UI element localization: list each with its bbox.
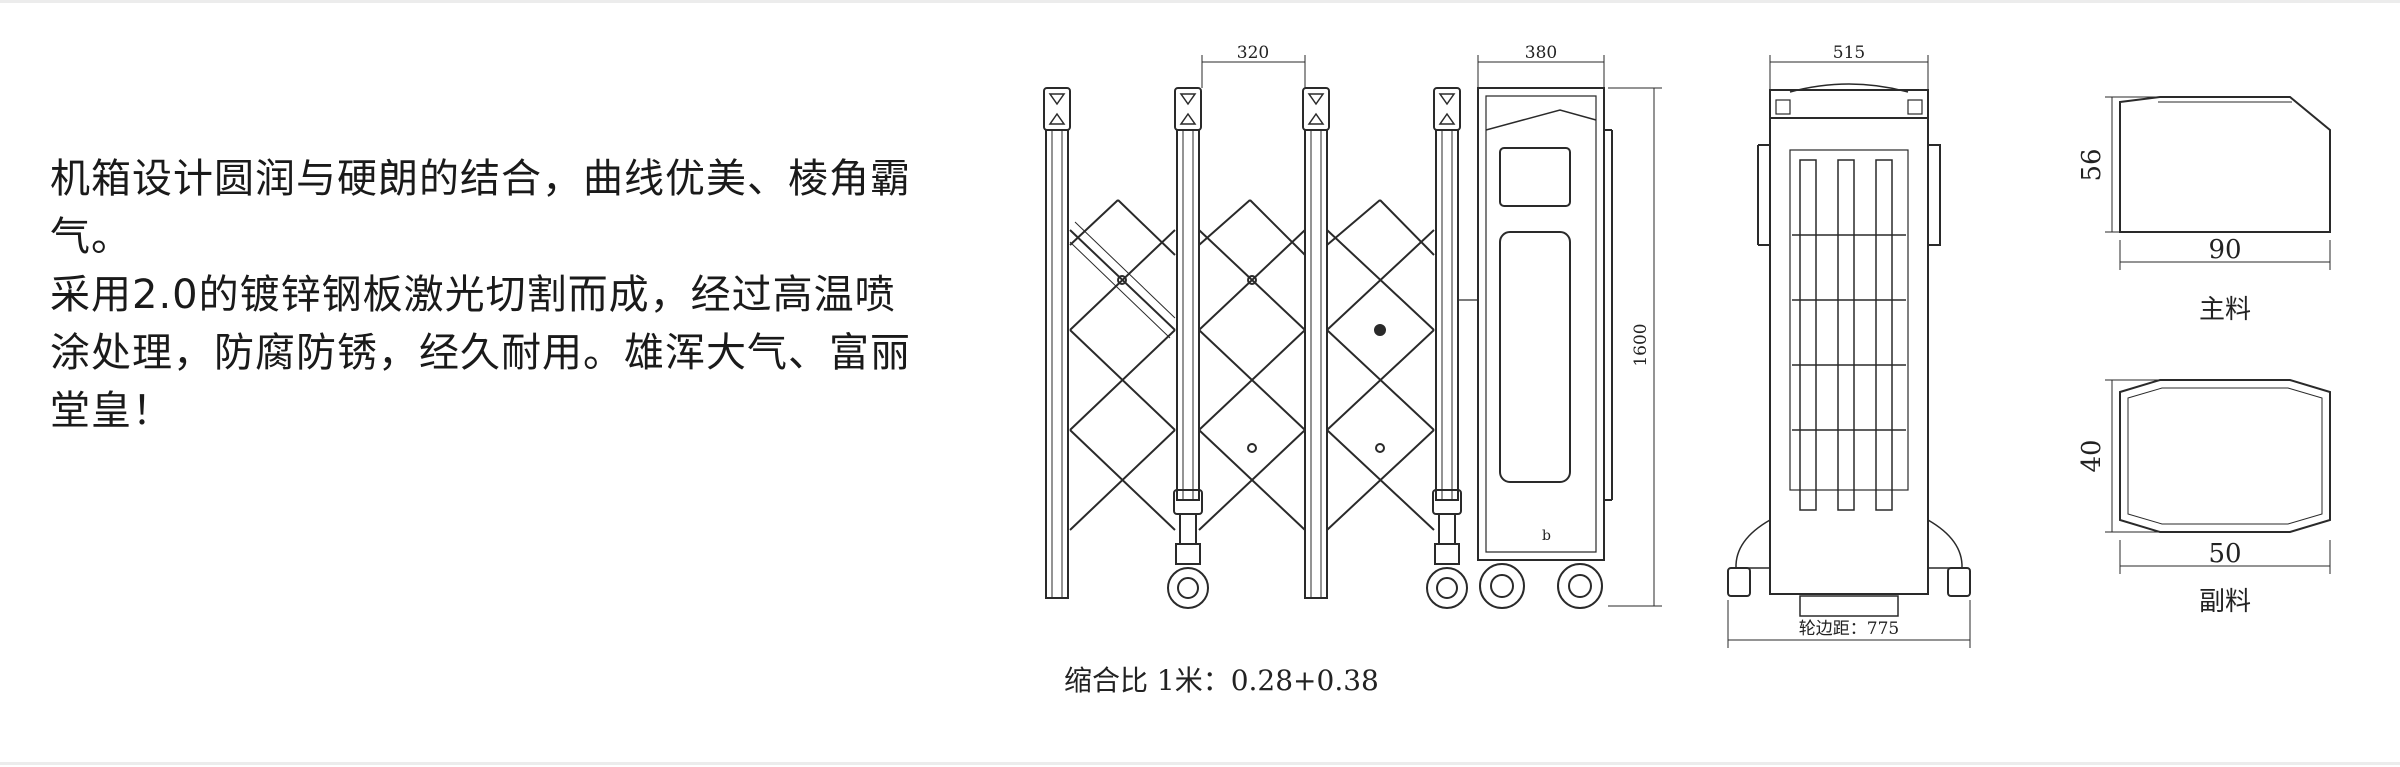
secondary-profile-height: 40 (2077, 439, 2107, 472)
side-view: 515 轮边距：775 (1727, 43, 1971, 648)
gate-post-2 (1173, 87, 1203, 565)
secondary-profile-width: 50 (2208, 539, 2241, 569)
description-paragraph-2: 采用2.0的镀锌钢板激光切割而成，经过高温喷涂处理，防腐防锈，经久耐用。雄浑大气… (50, 272, 911, 434)
front-dimensions (1201, 55, 1662, 607)
bottom-divider (0, 762, 2400, 765)
scale-note: 缩合比 1米：0.28+0.38 (1064, 664, 1379, 697)
dim-box-width: 380 (1525, 43, 1557, 63)
secondary-profile: 40 50 副料 (2077, 379, 2331, 617)
gate-post-4 (1432, 87, 1462, 565)
dim-side-width: 515 (1833, 43, 1865, 63)
box-wheel-1 (1479, 563, 1525, 609)
post-wheel-1 (1167, 567, 1209, 609)
product-description: 机箱设计圆润与硬朗的结合，曲线优美、棱角霸气。 采用2.0的镀锌钢板激光切割而成… (50, 150, 930, 440)
secondary-profile-label: 副料 (2199, 587, 2251, 617)
description-paragraph-1: 机箱设计圆润与硬朗的结合，曲线优美、棱角霸气。 (50, 156, 911, 260)
side-dimensions (1727, 55, 1971, 648)
gate-post-1 (1043, 87, 1071, 599)
main-profile-width: 90 (2208, 235, 2241, 265)
box-mark-label: b (1542, 528, 1551, 544)
scissor-links (1069, 199, 1435, 531)
main-profile: 56 90 主料 (2077, 96, 2331, 325)
main-profile-label: 主料 (2199, 295, 2251, 325)
dim-pitch: 320 (1237, 43, 1269, 63)
gate-post-3 (1302, 87, 1330, 599)
dim-wheelbase: 轮边距：775 (1799, 619, 1899, 639)
dim-height: 1600 (1631, 323, 1651, 366)
box-wheel-2 (1557, 563, 1603, 609)
front-view: b 320 380 1600 (1043, 43, 1662, 609)
control-box: b (1458, 87, 1613, 561)
main-profile-height: 56 (2077, 148, 2107, 181)
top-divider (0, 0, 2400, 3)
side-wheel-right (1947, 567, 1971, 597)
side-wheel-left (1727, 567, 1751, 597)
post-wheel-2 (1426, 567, 1468, 609)
side-inner-tubes (1792, 159, 1906, 511)
